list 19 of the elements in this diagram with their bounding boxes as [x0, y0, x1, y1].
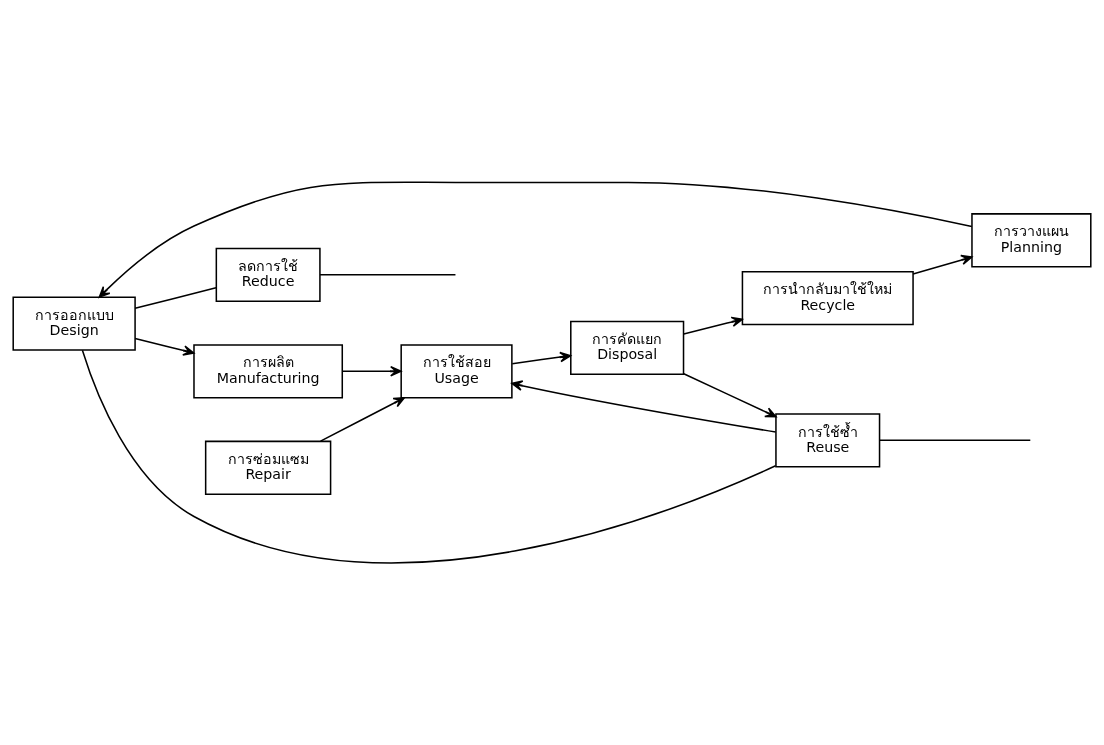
arrow [511, 351, 572, 365]
node-box: การคัดแยก Disposal [570, 320, 685, 376]
node-box: การผลิต Manufacturing [193, 344, 344, 399]
arrow [134, 337, 195, 356]
connector [878, 439, 1032, 442]
connector [319, 274, 457, 276]
node-box: ลดการใช้ Reduce [215, 247, 321, 302]
arrow [341, 365, 402, 377]
node-box: การออกแบบ Design [12, 296, 136, 351]
node-box: การนำกลับมาใช้ใหม่ Recycle [741, 271, 914, 326]
arrow [319, 397, 406, 442]
arrow [683, 316, 743, 335]
connector [134, 287, 217, 310]
node-box: การวางแผน Planning [971, 213, 1092, 268]
arrow [98, 181, 973, 298]
node-box: การใช้ซ้ำ Reuse [775, 413, 881, 468]
node-box: การซ่อมแซม Repair [204, 440, 332, 495]
arrow [912, 254, 973, 275]
node-box: การใช้สอย Usage [400, 344, 513, 399]
